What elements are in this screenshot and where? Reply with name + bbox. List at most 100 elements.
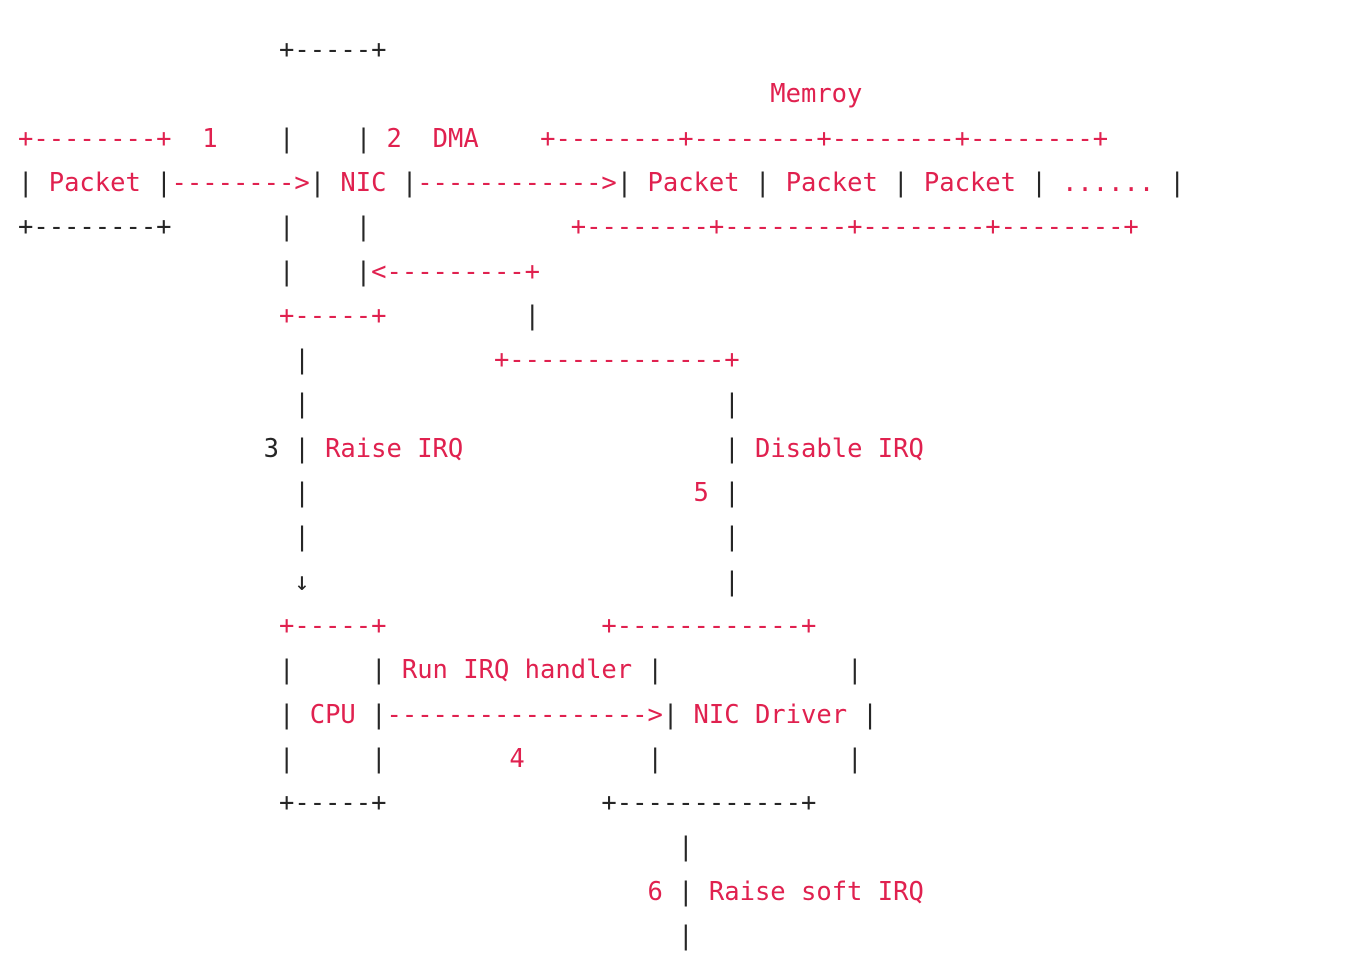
step-5-number-row-seg-4 bbox=[709, 478, 724, 508]
vertical-connectors-row-b-seg-0 bbox=[18, 522, 294, 552]
main-packet-flow-row-seg-11: Packet bbox=[770, 167, 894, 198]
main-packet-flow-row-seg-10: | bbox=[754, 167, 771, 198]
cpu-and-driver-box-top-borders-row-seg-3: +------------+ bbox=[601, 610, 817, 641]
upper-labels-row-seg-11 bbox=[479, 124, 540, 154]
dma-return-arrow-row-seg-0 bbox=[18, 257, 279, 287]
disable-irq-top-connector-row-seg-3: +--------------+ bbox=[493, 345, 740, 376]
soft-irq-connector-top-row: | bbox=[0, 825, 1348, 869]
step-4-number-row-seg-1: | bbox=[279, 743, 295, 774]
step-4-number-row-seg-2 bbox=[294, 744, 371, 774]
run-irq-handler-label-row-seg-6 bbox=[632, 655, 647, 685]
nic-box-top-border-seg-0 bbox=[18, 35, 279, 65]
soft-irq-connector-top-row-seg-0 bbox=[18, 832, 678, 862]
dma-return-arrow-row-seg-3: | bbox=[355, 256, 372, 287]
irq-labels-row-seg-1: 3 bbox=[263, 433, 279, 464]
step-4-number-row-seg-7: | bbox=[647, 743, 663, 774]
upper-labels-row-seg-8: 2 bbox=[386, 123, 402, 154]
cpu-to-driver-flow-row-seg-4: -----------------> bbox=[386, 699, 663, 730]
cpu-and-driver-box-top-borders-row: +-----+ +------------+ bbox=[0, 604, 1348, 648]
upper-labels-row-seg-3 bbox=[218, 124, 279, 154]
upper-labels-row-seg-5 bbox=[294, 124, 355, 154]
dma-return-arrow-row-seg-4: <---------+ bbox=[371, 256, 541, 287]
upper-labels-row-seg-4: | bbox=[279, 123, 295, 154]
cpu-to-driver-flow-row-seg-5: | bbox=[662, 699, 679, 730]
down-arrow-row-seg-0 bbox=[18, 567, 294, 597]
dma-return-arrow-row-seg-1: | bbox=[279, 256, 295, 287]
vertical-connectors-row-a-seg-0 bbox=[18, 389, 294, 419]
run-irq-handler-label-row-seg-0 bbox=[18, 655, 279, 685]
step-4-number-row-seg-3: | bbox=[371, 743, 387, 774]
soft-irq-connector-bottom-row-seg-1: | bbox=[678, 921, 694, 951]
main-packet-flow-row-seg-15: ...... bbox=[1046, 167, 1170, 198]
main-packet-flow-row-seg-12: | bbox=[893, 167, 909, 198]
step-4-number-row-seg-8 bbox=[663, 744, 847, 774]
nic-box-bottom-border-row-seg-3: | bbox=[524, 300, 540, 331]
cpu-to-driver-flow-row-seg-6: NIC Driver bbox=[678, 699, 863, 730]
upper-labels-row: +--------+ 1 | | 2 DMA +--------+-------… bbox=[0, 117, 1348, 161]
raise-soft-irq-label-row-seg-1: 6 bbox=[647, 876, 663, 907]
irq-labels-row-seg-6 bbox=[463, 434, 724, 464]
dma-return-arrow-row: | |<---------+ bbox=[0, 250, 1348, 294]
upper-labels-row-seg-0: +--------+ bbox=[18, 123, 172, 154]
main-packet-flow-row-seg-5: NIC bbox=[325, 167, 402, 198]
upper-labels-row-seg-6: | bbox=[355, 123, 372, 154]
disable-irq-top-connector-row: | +--------------+ bbox=[0, 338, 1348, 382]
vertical-connectors-row-b-seg-3: | bbox=[724, 522, 740, 553]
main-packet-flow-row-seg-13: Packet bbox=[908, 167, 1032, 198]
run-irq-handler-label-row-seg-2 bbox=[294, 655, 371, 685]
upper-labels-row-seg-10: DMA bbox=[432, 123, 479, 154]
step-4-number-row-seg-6 bbox=[525, 744, 648, 774]
run-irq-handler-label-row-seg-9: | bbox=[847, 655, 863, 686]
vertical-connectors-row-a-seg-1: | bbox=[294, 389, 310, 420]
cpu-to-driver-flow-row: | CPU |----------------->| NIC Driver | bbox=[0, 693, 1348, 737]
packet-box-bottom-border-row-seg-1 bbox=[172, 212, 279, 242]
upper-labels-row-seg-2: 1 bbox=[202, 123, 218, 154]
raise-soft-irq-label-row-seg-0 bbox=[18, 877, 647, 907]
main-packet-flow-row-seg-1: Packet bbox=[33, 167, 157, 198]
down-arrow-row-seg-3: | bbox=[724, 566, 740, 597]
main-packet-flow-row-seg-3: --------> bbox=[171, 167, 310, 198]
irq-labels-row-seg-0 bbox=[18, 434, 264, 464]
memory-title-row-seg-0 bbox=[18, 79, 770, 109]
irq-labels-row-seg-4 bbox=[310, 434, 325, 464]
raise-soft-irq-label-row-seg-4 bbox=[694, 877, 709, 907]
raise-soft-irq-label-row-seg-3: | bbox=[678, 876, 694, 907]
packet-box-bottom-border-row-seg-4: | bbox=[355, 212, 372, 243]
irq-labels-row-seg-9: Disable IRQ bbox=[754, 433, 924, 464]
vertical-connectors-row-b-seg-1: | bbox=[294, 522, 310, 553]
disable-irq-top-connector-row-seg-0 bbox=[18, 345, 294, 375]
step-5-number-row-seg-5: | bbox=[724, 478, 740, 508]
step-4-number-row-seg-4 bbox=[386, 744, 509, 774]
run-irq-handler-label-row-seg-3: | bbox=[371, 655, 387, 686]
step-4-number-row: | | 4 | | bbox=[0, 737, 1348, 781]
step-5-number-row-seg-1: | bbox=[294, 478, 310, 508]
packet-box-bottom-border-row-seg-3 bbox=[294, 212, 355, 242]
step-5-number-row-seg-3: 5 bbox=[693, 478, 709, 508]
raise-soft-irq-label-row-seg-5: Raise soft IRQ bbox=[708, 876, 924, 907]
cpu-to-driver-flow-row-seg-1: | bbox=[279, 699, 295, 730]
memory-title-row-seg-1: Memroy bbox=[770, 79, 863, 110]
irq-labels-row-seg-8 bbox=[740, 434, 755, 464]
cpu-and-driver-box-bottom-borders-row: +-----+ +------------+ bbox=[0, 781, 1348, 825]
disable-irq-top-connector-row-seg-1: | bbox=[294, 345, 310, 376]
main-packet-flow-row-seg-7: ------------> bbox=[417, 167, 617, 198]
vertical-connectors-row-a-seg-3: | bbox=[724, 389, 740, 420]
raise-soft-irq-label-row: 6 | Raise soft IRQ bbox=[0, 870, 1348, 914]
step-4-number-row-seg-0 bbox=[18, 744, 279, 774]
vertical-connectors-row-b: | | bbox=[0, 515, 1348, 559]
cpu-and-driver-box-bottom-borders-row-seg-1: +-----+ bbox=[279, 788, 387, 819]
step-4-number-row-seg-5: 4 bbox=[509, 743, 525, 774]
upper-labels-row-seg-7 bbox=[371, 124, 386, 154]
cpu-and-driver-box-bottom-borders-row-seg-2 bbox=[386, 788, 601, 818]
main-packet-flow-row-seg-2: | bbox=[156, 167, 172, 198]
cpu-and-driver-box-top-borders-row-seg-0 bbox=[18, 611, 279, 641]
down-arrow-row: ↓ | bbox=[0, 560, 1348, 604]
memory-title-row: Memroy bbox=[0, 72, 1348, 116]
run-irq-handler-label-row-seg-4 bbox=[386, 655, 401, 685]
cpu-to-driver-flow-row-seg-0 bbox=[18, 700, 279, 730]
run-irq-handler-label-row-seg-1: | bbox=[279, 655, 295, 686]
upper-labels-row-seg-12: +--------+--------+--------+--------+ bbox=[540, 123, 1109, 154]
irq-labels-row-seg-5: Raise IRQ bbox=[325, 433, 464, 464]
step-5-number-row: | 5 | bbox=[0, 471, 1348, 515]
